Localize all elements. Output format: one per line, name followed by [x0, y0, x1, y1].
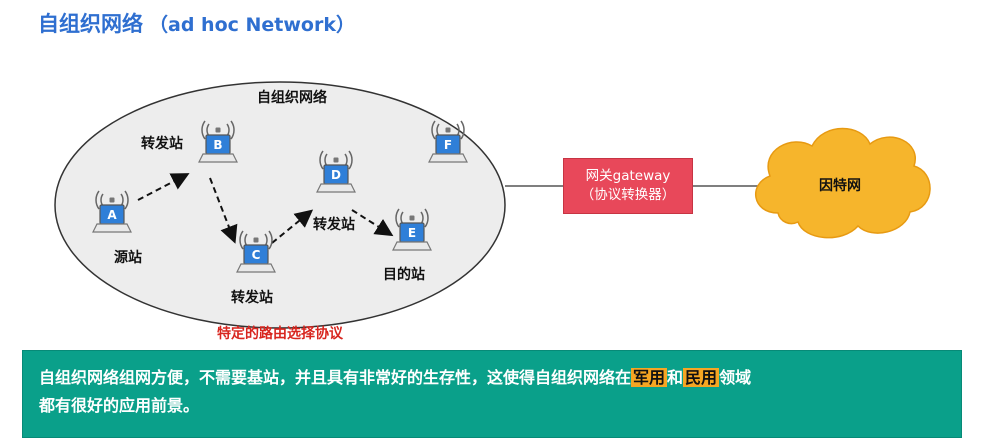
gateway-label: 网关gateway: [585, 168, 671, 184]
internet-cloud: [754, 127, 931, 239]
node-label-b: B: [213, 138, 223, 152]
internet-label: 因特网: [819, 178, 861, 194]
network-label: 自组织网络: [257, 90, 327, 106]
adhoc-network-boundary: [54, 81, 506, 329]
summary-banner: 自组织网络组网方便，不需要基站，并且具有非常好的生存性，这使得自组织网络在军用和…: [22, 350, 962, 438]
routing-protocol-label: 特定的路由选择协议: [217, 326, 343, 342]
page-title: 自组织网络 （ad hoc Network）: [38, 8, 355, 38]
route-arrow-a-b: [137, 173, 190, 201]
banner-text-1: 自组织网络组网方便，不需要基站，并且具有非常好的生存性，这使得自组织网络在: [39, 368, 632, 387]
node-label-a: A: [107, 208, 117, 222]
role-relay-d-label: 转发站: [313, 217, 355, 233]
role-destination-label: 目的站: [383, 267, 425, 283]
banner-text-3: 领域: [719, 368, 752, 387]
node-label-f: F: [443, 138, 453, 152]
route-arrow-b-c: [209, 177, 238, 244]
role-source-label: 源站: [114, 250, 142, 266]
node-label-d: D: [331, 168, 341, 182]
title-main: 自组织网络: [38, 12, 143, 36]
role-relay-c-label: 转发站: [231, 290, 273, 306]
banner-text-4: 都有很好的应用前景。: [39, 396, 200, 415]
gateway-sublabel: （协议转换器）: [580, 187, 676, 203]
gateway-box: 网关gateway （协议转换器）: [563, 158, 693, 214]
title-sub: （ad hoc Network）: [149, 14, 355, 36]
route-arrow-c-d: [271, 209, 314, 244]
route-arrow-d-e: [351, 209, 394, 237]
role-relay-b-label: 转发站: [141, 136, 183, 152]
node-label-c: C: [251, 248, 261, 262]
node-label-e: E: [407, 226, 417, 240]
highlight-military: 军用: [631, 368, 668, 387]
highlight-civilian: 民用: [683, 368, 720, 387]
banner-text-2: 和: [667, 368, 684, 387]
